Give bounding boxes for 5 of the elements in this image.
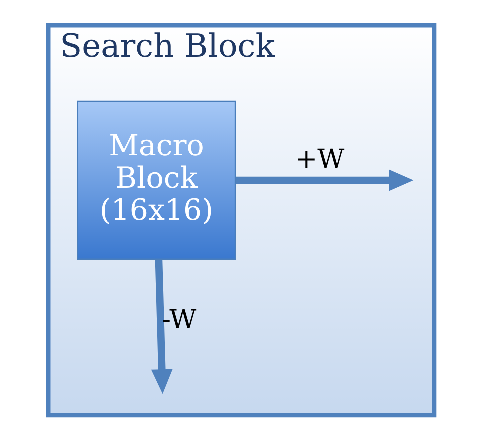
- edge-label: +W: [295, 144, 344, 175]
- node-box: Macro Block (16x16): [76, 100, 236, 260]
- edge-label: -W: [162, 306, 196, 336]
- arrow: [236, 170, 414, 192]
- arrow: [150, 260, 172, 394]
